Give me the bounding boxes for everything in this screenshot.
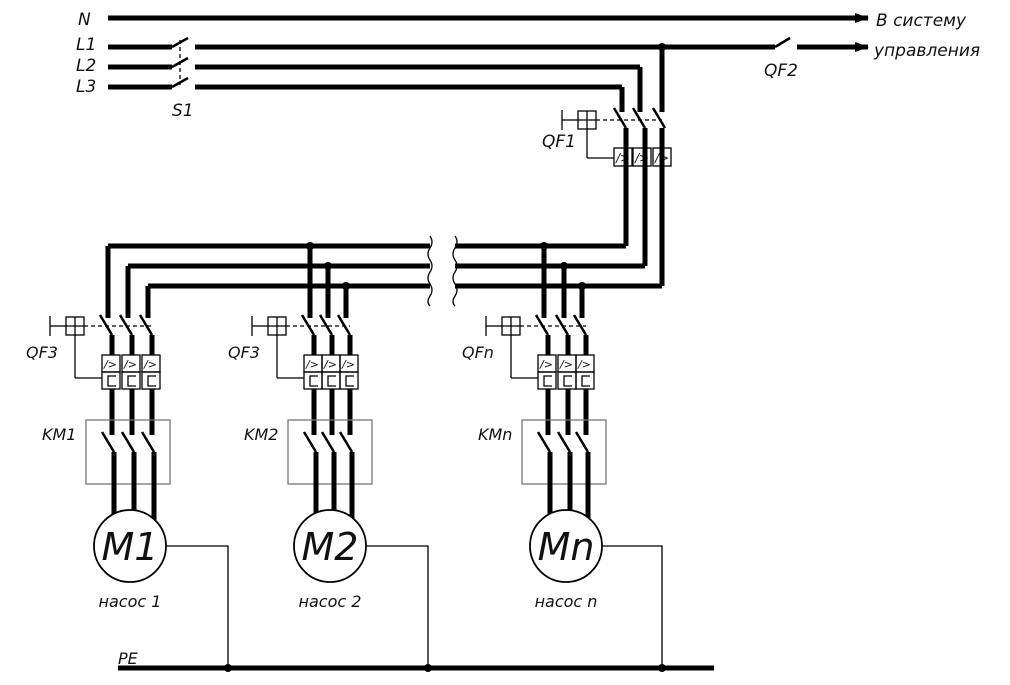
svg-text:/>: />: [305, 358, 319, 371]
breaker-label: QF3: [26, 343, 58, 362]
svg-text:/>: />: [539, 358, 553, 371]
pump-label: насос 2: [299, 592, 362, 611]
destination-line2: управления: [873, 41, 980, 61]
svg-text:/>: />: [559, 358, 573, 371]
pump-label: насос n: [535, 592, 598, 611]
motor-label: M2: [302, 525, 359, 569]
contactor-box: [521, 419, 607, 485]
line-n-label: N: [78, 10, 91, 30]
qf2-label: QF2: [764, 61, 798, 81]
svg-text:/>: />: [123, 358, 137, 371]
svg-text:/>: />: [103, 358, 117, 371]
qf2-switch: [774, 36, 791, 49]
svg-text:/>: />: [323, 358, 337, 371]
breaker-label: QFn: [462, 343, 494, 362]
qf1-group: /> /> />: [561, 47, 672, 286]
supply-lines: N L1 L2 L3 S1 QF2 В систему управления: [76, 10, 980, 121]
line-l1-label: L1: [76, 35, 96, 55]
motor-label: Mn: [538, 525, 595, 569]
contactor-label: KMn: [478, 425, 512, 444]
pump-label: насос 1: [99, 592, 162, 611]
contactor-box: [287, 419, 373, 485]
svg-text:/>: />: [143, 358, 157, 371]
pe-label: PE: [118, 649, 139, 668]
contactor-label: KM2: [244, 425, 278, 444]
distribution-bus: [105, 235, 662, 318]
svg-text:/>: />: [341, 358, 355, 371]
line-l2-label: L2: [76, 56, 96, 76]
motor-label: M1: [102, 525, 159, 569]
line-l3-label: L3: [76, 77, 96, 97]
qf1-label: QF1: [542, 132, 576, 152]
s1-label: S1: [172, 101, 194, 121]
breaker-label: QF3: [228, 343, 260, 362]
contactor-box: [85, 419, 171, 485]
s1-switch: [171, 36, 189, 89]
svg-text:/>: />: [577, 358, 591, 371]
destination-line1: В систему: [876, 11, 967, 31]
pe-bus: PE: [118, 649, 714, 671]
contactor-label: KM1: [42, 425, 76, 444]
